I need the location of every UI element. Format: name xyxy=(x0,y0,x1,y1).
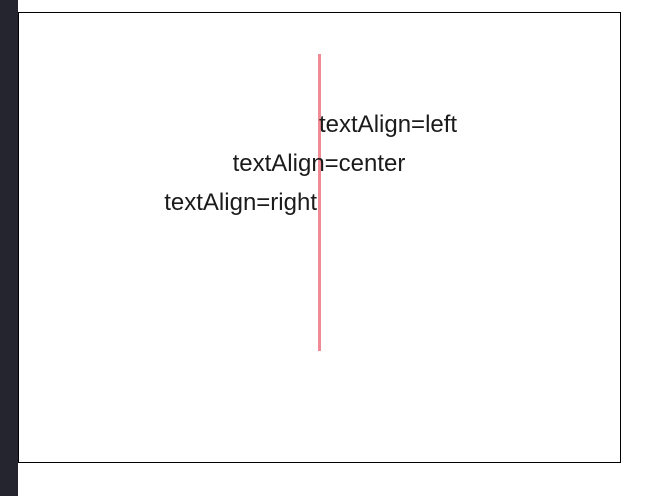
drawing-canvas: textAlign=left textAlign=center textAlig… xyxy=(18,12,621,463)
text-align-left-label: textAlign=left xyxy=(319,111,458,138)
alignment-guide-line xyxy=(317,54,321,351)
left-side-strip xyxy=(0,0,18,496)
text-align-center-label: textAlign=center xyxy=(232,150,406,177)
text-align-right-label: textAlign=right xyxy=(164,189,317,216)
